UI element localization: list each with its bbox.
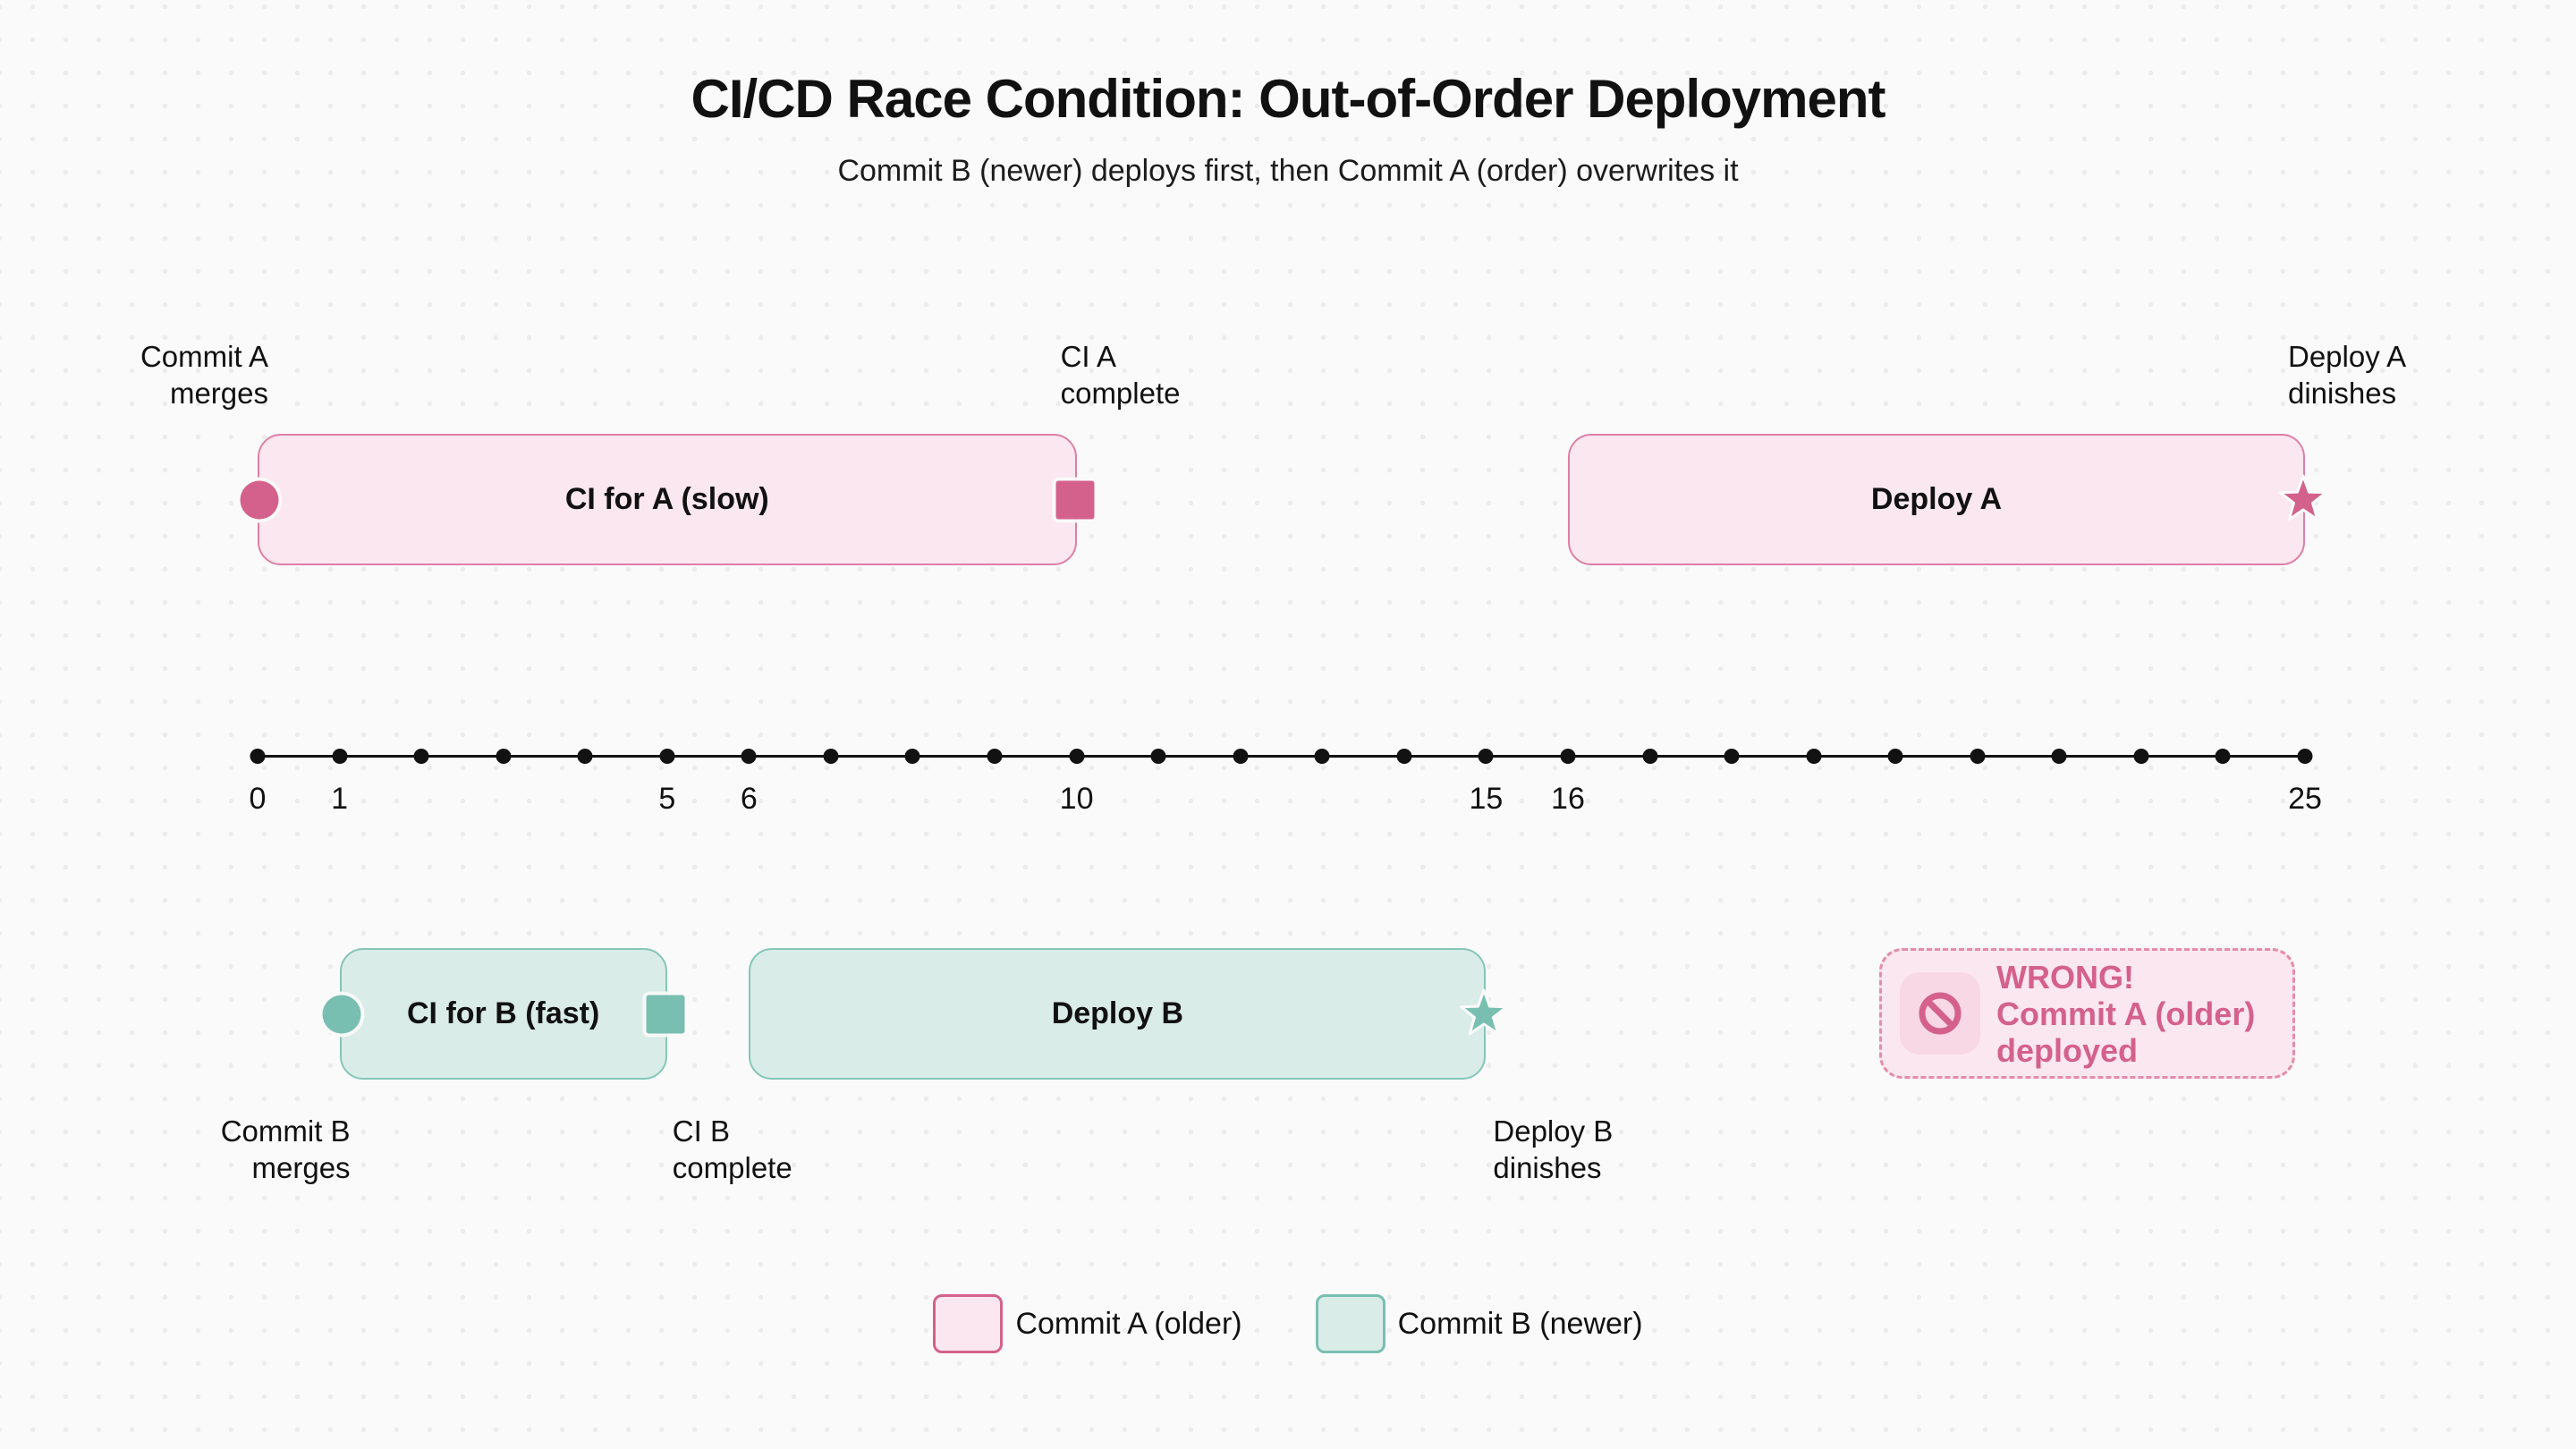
timeline-dot <box>332 749 348 764</box>
event-label-line: complete <box>1060 377 1181 410</box>
timeline-dot <box>987 749 1003 764</box>
timeline-dot <box>659 749 675 764</box>
event-label-line: Commit B <box>220 1114 351 1148</box>
timeline-dot <box>496 749 512 764</box>
timeline-dot <box>2297 749 2313 764</box>
axis-tick-label: 1 <box>331 782 349 816</box>
timeline-dot <box>823 749 839 764</box>
event-label-line: CI A <box>1060 340 1116 373</box>
segment-ci-for-a: CI for A (slow) <box>240 434 1095 565</box>
timeline-dot <box>1314 749 1330 764</box>
event-label-deploy-b-dinishes: Deploy B dinishes <box>1493 1113 1613 1186</box>
timeline-dot <box>904 749 920 764</box>
axis-tick-label: 15 <box>1469 782 1504 816</box>
page-title: CI/CD Race Condition: Out-of-Order Deplo… <box>691 69 1886 129</box>
timeline-dot <box>2051 749 2067 764</box>
warning-icon-chip <box>1900 972 1980 1055</box>
segment-label: Deploy A <box>1870 482 2003 516</box>
axis-tick-label: 10 <box>1059 782 1094 816</box>
segment-label: Deploy B <box>1051 996 1184 1030</box>
timeline-dot <box>577 749 593 764</box>
warning-line: deployed <box>1996 1031 2139 1069</box>
segment-label: CI for A (slow) <box>564 482 769 516</box>
event-label-line: merges <box>169 377 268 410</box>
timeline-dot <box>1396 749 1412 764</box>
timeline-dot <box>250 749 266 764</box>
legend-label: Commit B (newer) <box>1397 1306 1643 1341</box>
timeline-dot <box>1150 749 1166 764</box>
legend-item-commit-b: Commit B (newer) <box>1315 1294 1643 1353</box>
legend: Commit A (older) Commit B (newer) <box>0 1292 2576 1355</box>
warning-line: WRONG! <box>1996 958 2134 996</box>
commit-circle-marker-icon <box>240 480 279 519</box>
ci-complete-square-marker-icon <box>1055 480 1095 519</box>
warning-card: WRONG! Commit A (older) deployed <box>1879 948 2295 1079</box>
event-label-line: Deploy B <box>1493 1114 1614 1148</box>
segment-deploy-a: Deploy A <box>1567 434 2328 565</box>
commit-a-swatch <box>933 1294 1004 1353</box>
timeline-dot <box>1806 749 1822 764</box>
event-label-commit-a-merges: Commit A merges <box>140 338 268 411</box>
event-label-line: dinishes <box>1493 1151 1602 1184</box>
timeline-dot <box>2133 749 2149 764</box>
axis-tick-label: 5 <box>658 782 676 816</box>
timeline-dot <box>1233 749 1249 764</box>
legend-item-commit-a: Commit A (older) <box>933 1294 1242 1353</box>
page-subtitle: Commit B (newer) deploys first, then Com… <box>837 154 1739 188</box>
axis-tick-label: 25 <box>2288 782 2322 816</box>
event-label-line: Deploy A <box>2288 340 2407 373</box>
event-label-deploy-a-dinishes: Deploy A dinishes <box>2288 338 2406 411</box>
axis-tick-label: 6 <box>740 782 758 816</box>
timeline-dot <box>2215 749 2231 764</box>
commit-b-swatch <box>1315 1294 1385 1353</box>
segment-label: CI for B (fast) <box>407 996 600 1030</box>
prohibition-icon <box>1919 992 1962 1035</box>
timeline-line <box>258 755 2305 758</box>
deploy-finish-star-marker-icon <box>1460 988 1509 1035</box>
timeline-dot <box>1642 749 1658 764</box>
segment-ci-for-b: CI for B (fast) <box>322 948 685 1080</box>
segment-deploy-b: Deploy B <box>749 948 1509 1080</box>
axis-tick-label: 0 <box>249 782 267 816</box>
timeline-dot <box>1970 749 1986 764</box>
timeline-dot <box>413 749 429 764</box>
warning-text: WRONG! Commit A (older) deployed <box>1996 959 2255 1069</box>
event-label-line: CI B <box>672 1114 730 1148</box>
commit-circle-marker-icon <box>322 995 361 1033</box>
event-label-commit-b-merges: Commit B merges <box>221 1113 351 1186</box>
timeline-dot <box>1560 749 1576 764</box>
event-label-ci-b-complete: CI B complete <box>673 1113 792 1186</box>
legend-label: Commit A (older) <box>1015 1306 1242 1341</box>
ci-complete-square-marker-icon <box>646 995 685 1033</box>
deploy-finish-star-marker-icon <box>2278 474 2328 521</box>
timeline-dot <box>741 749 757 764</box>
event-label-ci-a-complete: CI A complete <box>1061 338 1181 411</box>
timeline-dot <box>1478 749 1494 764</box>
event-label-line: merges <box>251 1151 351 1184</box>
axis-tick-label: 16 <box>1551 782 1585 816</box>
timeline-dot <box>1069 749 1085 764</box>
timeline-dot <box>1887 749 1903 764</box>
event-label-line: dinishes <box>2288 377 2397 410</box>
timeline-dot <box>1724 749 1740 764</box>
warning-line: Commit A (older) <box>1996 995 2256 1032</box>
event-label-line: complete <box>672 1151 792 1184</box>
event-label-line: Commit A <box>140 340 268 373</box>
